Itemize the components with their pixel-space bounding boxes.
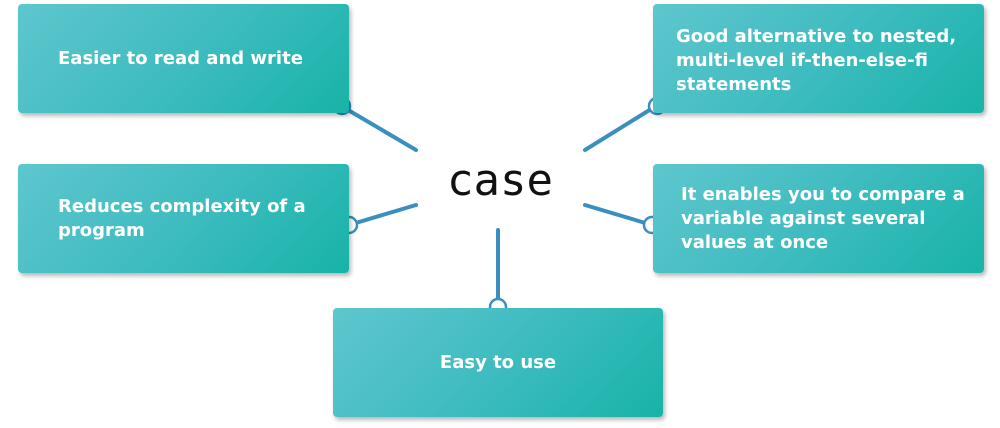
benefit-box-bottom-center: Easy to use — [333, 308, 663, 417]
benefit-text: Good alternative to nested, multi-level … — [676, 26, 957, 95]
connector-top-left — [341, 105, 418, 152]
connector-middle-left — [347, 203, 418, 227]
connector-middle-right — [583, 203, 654, 227]
benefit-text: Easy to use — [439, 351, 557, 373]
connector-top-right — [583, 104, 658, 152]
benefit-box-top-left: Easier to read and write — [18, 4, 349, 113]
center-keyword: case — [447, 155, 553, 206]
benefit-text: It enables you to compare a variable aga… — [681, 183, 965, 253]
benefit-box-middle-right: It enables you to compare a variable aga… — [653, 164, 984, 273]
benefit-text: Easier to read and write — [58, 48, 303, 69]
benefit-box-middle-left: Reduces complexity of a program — [18, 164, 349, 273]
benefit-box-top-right: Good alternative to nested, multi-level … — [653, 4, 984, 113]
benefit-text: Reduces complexity of a program — [58, 195, 306, 241]
